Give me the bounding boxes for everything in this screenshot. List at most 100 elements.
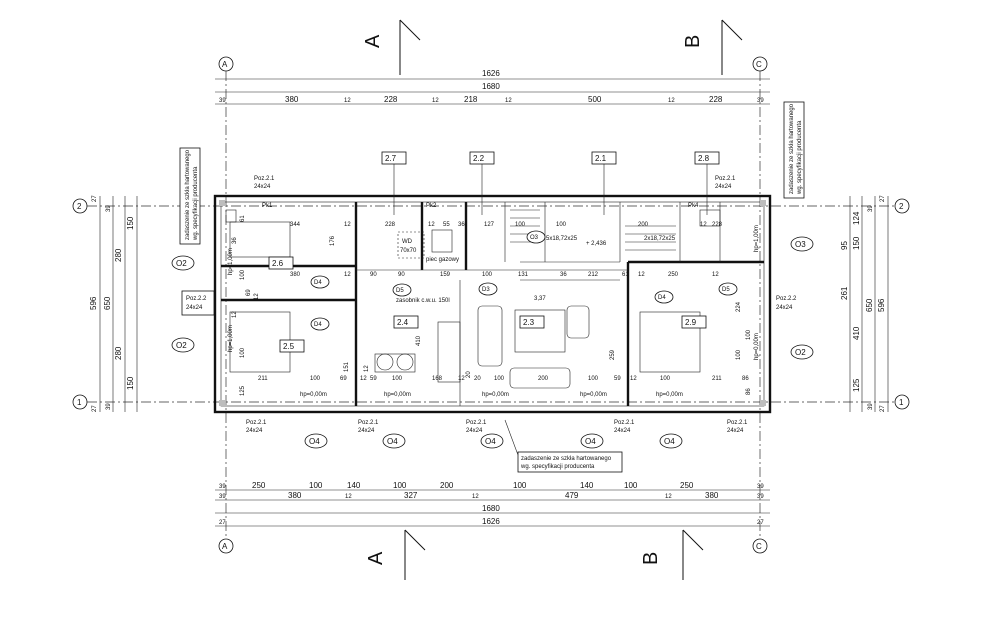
svg-text:36: 36	[232, 237, 238, 244]
svg-text:2.2: 2.2	[473, 154, 485, 163]
dimension-left: 27 39 150 280 596 650 280 150 39 27	[89, 195, 138, 412]
svg-text:D5: D5	[396, 288, 404, 294]
section-label: A	[362, 34, 384, 48]
svg-text:3,37: 3,37	[534, 296, 546, 302]
svg-text:100: 100	[588, 376, 599, 382]
svg-text:C: C	[756, 542, 762, 551]
svg-text:12: 12	[344, 272, 351, 278]
svg-text:127: 127	[484, 222, 495, 228]
svg-text:2: 2	[899, 202, 904, 211]
svg-text:39: 39	[868, 205, 874, 212]
svg-text:12: 12	[668, 98, 675, 104]
svg-text:39: 39	[757, 484, 764, 490]
svg-text:59: 59	[614, 376, 621, 382]
svg-text:12: 12	[432, 98, 439, 104]
dimension-bottom: 39 250 100 140 100 200 100 140 100 250 3…	[215, 481, 770, 527]
svg-text:zadaszenie ze szkła hartowaneg: zadaszenie ze szkła hartowanego	[521, 456, 612, 462]
svg-text:A: A	[222, 542, 228, 551]
svg-text:95: 95	[840, 241, 849, 250]
svg-text:D4: D4	[658, 295, 666, 301]
svg-text:280: 280	[114, 248, 123, 262]
svg-text:228: 228	[385, 222, 396, 228]
svg-text:20: 20	[466, 371, 472, 378]
svg-text:39: 39	[757, 494, 764, 500]
svg-text:259: 259	[610, 349, 616, 360]
svg-text:596: 596	[89, 296, 98, 310]
svg-text:hp=0,00m: hp=0,00m	[656, 392, 683, 398]
svg-text:39: 39	[219, 98, 226, 104]
svg-text:1: 1	[77, 398, 82, 407]
svg-text:2x18,72x25: 2x18,72x25	[644, 236, 676, 242]
svg-text:327: 327	[404, 491, 418, 500]
svg-text:410: 410	[416, 335, 422, 346]
svg-text:55: 55	[443, 222, 450, 228]
svg-text:27: 27	[757, 520, 764, 526]
svg-text:151: 151	[344, 361, 350, 372]
svg-text:O4: O4	[387, 437, 398, 446]
svg-text:131: 131	[518, 272, 529, 278]
door-tags: D4 D4 D4 D5 D5 D3	[310, 275, 738, 331]
section-label: B	[640, 552, 662, 565]
stairs	[510, 209, 676, 281]
svg-text:150: 150	[126, 216, 135, 230]
svg-text:Poz.2.1: Poz.2.1	[727, 420, 748, 426]
svg-text:61: 61	[622, 272, 629, 278]
svg-text:24x24: 24x24	[715, 184, 732, 190]
svg-text:24x24: 24x24	[186, 305, 203, 311]
room-2-7: 2.7	[381, 151, 407, 215]
lintel-poz21-top-right: Poz.2.1 24x24	[715, 176, 736, 190]
svg-text:250: 250	[680, 481, 694, 490]
svg-text:12: 12	[360, 376, 367, 382]
svg-text:344: 344	[290, 222, 301, 228]
svg-text:27: 27	[880, 405, 886, 412]
room-2-2: 2.2	[469, 151, 495, 215]
vent-wd: WD 70x70	[397, 231, 425, 259]
svg-text:zadaszenie ze szkła hartowaneg: zadaszenie ze szkła hartowanego	[185, 149, 191, 240]
svg-text:27: 27	[92, 405, 98, 412]
svg-text:Poz.2.1: Poz.2.1	[614, 420, 635, 426]
svg-text:24x24: 24x24	[254, 184, 271, 190]
svg-text:250: 250	[668, 272, 679, 278]
svg-text:hp=0,00m: hp=0,00m	[754, 333, 760, 360]
axis-1-right: 1	[894, 394, 910, 410]
svg-text:479: 479	[565, 491, 579, 500]
svg-text:Poz.2.1: Poz.2.1	[466, 420, 487, 426]
svg-text:12: 12	[700, 222, 707, 228]
dimension-top: 1626 1680 39 380 12 228 12 218 12 500 12…	[215, 69, 770, 105]
svg-text:90: 90	[398, 272, 405, 278]
section-marker-a-top: A	[362, 19, 421, 75]
svg-text:100: 100	[482, 272, 493, 278]
svg-text:100: 100	[513, 481, 527, 490]
svg-text:Pk1: Pk1	[262, 203, 273, 209]
svg-text:212: 212	[588, 272, 599, 278]
svg-text:D3: D3	[482, 287, 490, 293]
svg-text:2.7: 2.7	[385, 154, 397, 163]
svg-text:228: 228	[384, 95, 398, 104]
floor-levels: hp=0,00m hp=0,00m hp=0,00m hp=0,00m hp=0…	[228, 225, 760, 398]
lintel-poz22-left: Poz.2.2 24x24	[181, 290, 215, 316]
svg-text:O4: O4	[664, 437, 675, 446]
svg-text:100: 100	[240, 347, 246, 358]
svg-text:12: 12	[458, 376, 465, 382]
svg-text:2.6: 2.6	[272, 259, 284, 268]
note-roof-right: zadaszenie ze szkła hartowanego wg. spec…	[783, 101, 805, 199]
section-marker-a-bottom: A	[365, 529, 426, 580]
svg-text:24x24: 24x24	[727, 428, 744, 434]
svg-text:90: 90	[370, 272, 377, 278]
svg-text:86: 86	[742, 376, 749, 382]
svg-text:39: 39	[106, 205, 112, 212]
svg-text:hp=0,00m: hp=0,00m	[300, 392, 327, 398]
svg-text:12: 12	[345, 494, 352, 500]
svg-text:100: 100	[515, 222, 526, 228]
inner-dimensions-bottom: 211 100 69 12 59 100 168 12 20 100 200 1…	[258, 376, 749, 382]
inner-dimensions-mid: 380 12 90 90 159 100 131 36 212 61 12 25…	[290, 272, 719, 278]
svg-text:100: 100	[556, 222, 567, 228]
section-marker-b-bottom: B	[640, 529, 704, 580]
svg-text:224: 224	[736, 301, 742, 312]
note-gas-boiler: piec gazowy	[426, 257, 459, 263]
svg-text:2.4: 2.4	[397, 318, 409, 327]
svg-text:24x24: 24x24	[614, 428, 631, 434]
svg-text:150: 150	[126, 376, 135, 390]
svg-text:150: 150	[852, 236, 861, 250]
svg-text:O2: O2	[176, 341, 187, 350]
